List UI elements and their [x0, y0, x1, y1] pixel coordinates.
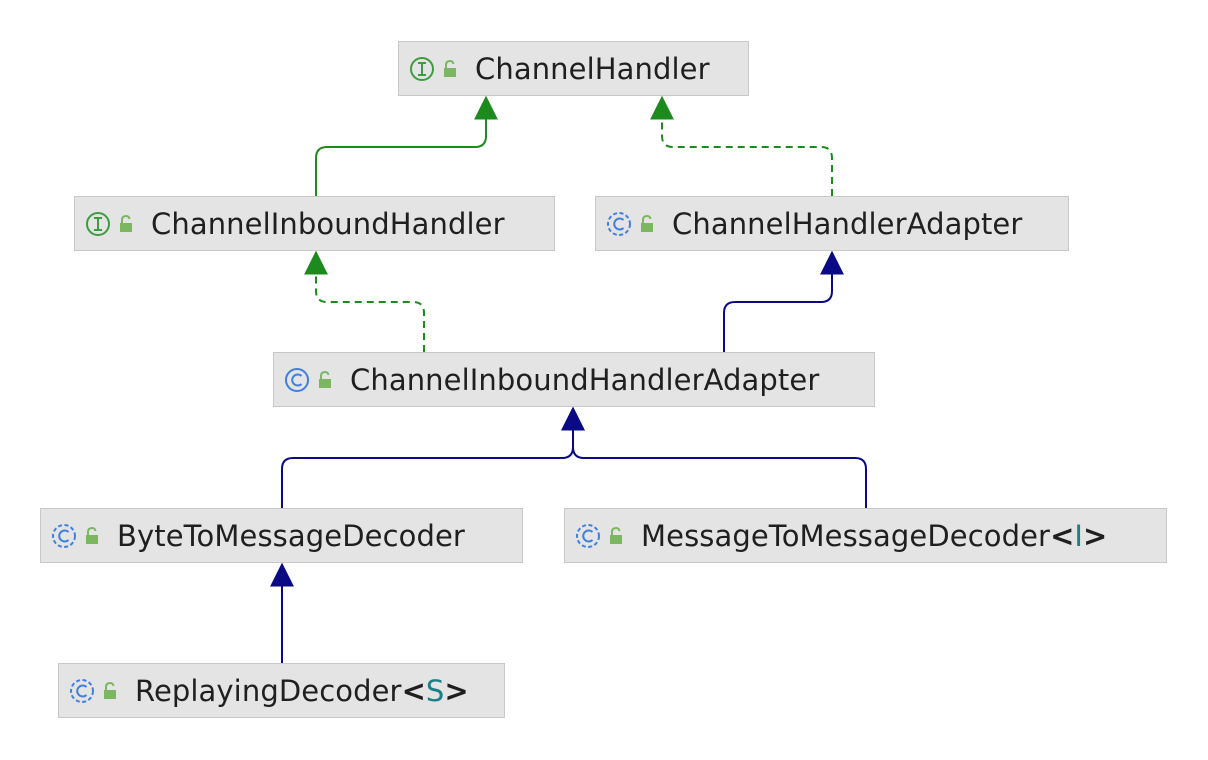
interface-icon	[86, 211, 110, 236]
generic-close: >	[1082, 518, 1108, 553]
node-label: ByteToMessageDecoder	[117, 518, 465, 553]
node-channel-handler[interactable]: ChannelHandler	[398, 41, 749, 96]
node-channel-inbound-handler[interactable]: ChannelInboundHandler	[74, 196, 555, 251]
node-byte-to-message-decoder[interactable]: ByteToMessageDecoder	[40, 508, 523, 563]
node-label: ChannelInboundHandler	[151, 206, 505, 241]
edge-handler-adapter-to-channel-handler	[650, 95, 833, 196]
node-replaying-decoder[interactable]: ReplayingDecoder <S>	[58, 663, 505, 718]
unlocked-icon	[319, 370, 331, 388]
edge-inbound-adapter-to-inbound-handler	[304, 250, 425, 352]
node-label: ReplayingDecoder	[135, 673, 402, 708]
abstract-class-icon	[52, 523, 76, 548]
generic-close: >	[444, 673, 469, 708]
node-label: ChannelHandlerAdapter	[672, 206, 1023, 241]
generic-open: <	[401, 673, 426, 708]
abstract-class-icon	[70, 678, 94, 703]
type-param-name: S	[425, 673, 445, 708]
unlocked-icon	[120, 214, 132, 232]
type-param-name: I	[1074, 518, 1083, 553]
type-parameter: <I>	[1050, 519, 1107, 553]
node-message-to-message-decoder[interactable]: MessageToMessageDecoder <I>	[564, 508, 1167, 563]
node-channel-handler-adapter[interactable]: ChannelHandlerAdapter	[595, 196, 1069, 251]
abstract-class-icon	[576, 523, 600, 548]
edge-inbound-adapter-to-handler-adapter	[723, 250, 844, 352]
abstract-class-icon	[607, 211, 631, 236]
unlocked-icon	[104, 681, 116, 699]
class-icon	[285, 367, 309, 392]
unlocked-icon	[641, 214, 653, 232]
edge-inbound-handler-to-channel-handler	[315, 95, 498, 196]
edge-message-decoder-to-inbound-adapter	[561, 406, 867, 508]
unlocked-icon	[610, 526, 622, 544]
unlocked-icon	[86, 526, 98, 544]
generic-open: <	[1050, 518, 1075, 553]
node-label: MessageToMessageDecoder	[641, 518, 1051, 553]
node-label: ChannelInboundHandlerAdapter	[350, 362, 820, 397]
node-channel-inbound-handler-adapter[interactable]: ChannelInboundHandlerAdapter	[273, 352, 875, 407]
unlocked-icon	[444, 59, 456, 77]
interface-icon	[410, 56, 434, 81]
node-label: ChannelHandler	[475, 51, 710, 86]
edge-byte-decoder-to-inbound-adapter	[281, 406, 585, 508]
type-parameter: <S>	[402, 674, 469, 708]
